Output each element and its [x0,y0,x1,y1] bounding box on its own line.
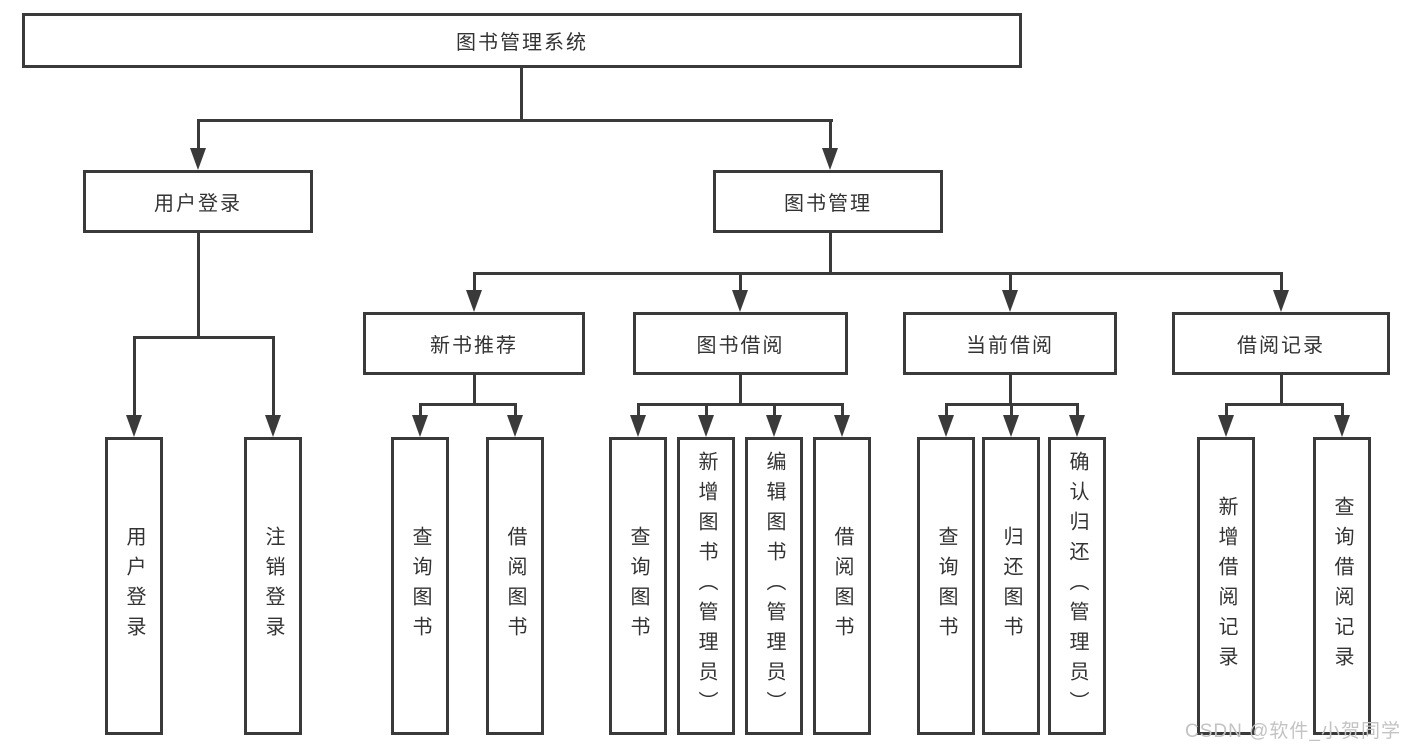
connector-line [473,375,476,406]
node-library-management-system: 图书管理系统 [22,13,1022,68]
arrow-down-icon [1218,415,1234,437]
connector-line [1009,272,1012,292]
connector-line [514,403,517,417]
node-label: 图书管理 [784,193,872,215]
arrow-down-icon [265,415,281,437]
connector-line [133,336,275,339]
connector-line [829,233,832,275]
leaf-query-books-current: 查询图书 [917,437,975,735]
connector-line [705,403,708,417]
arrow-down-icon [938,415,954,437]
leaf-return-books: 归还图书 [982,437,1040,735]
connector-line [197,119,833,122]
connector-line [520,68,523,120]
arrow-down-icon [822,148,838,170]
connector-line [419,403,422,417]
node-label: 用户登录 [154,193,242,215]
node-label: 借阅图书 [504,526,526,646]
arrow-down-icon [698,415,714,437]
arrow-down-icon [1273,290,1289,312]
arrow-down-icon [507,415,523,437]
node-book-borrowing: 图书借阅 [633,312,848,375]
connector-line [1010,403,1013,417]
connector-line [739,272,742,292]
leaf-add-books-admin: 新增图书（管理员） [677,437,735,735]
node-label: 借阅记录 [1237,335,1325,357]
arrow-down-icon [766,415,782,437]
connector-line [272,336,275,417]
node-label: 归还图书 [1000,526,1022,646]
leaf-borrow-books-borrowing: 借阅图书 [813,437,871,735]
arrow-down-icon [834,415,850,437]
arrow-down-icon [466,290,482,312]
connector-line [945,403,948,417]
connector-line [1280,375,1283,406]
connector-line [1076,403,1079,417]
node-label: 图书管理系统 [456,32,588,54]
connector-line [197,119,200,150]
leaf-query-books-recommend: 查询图书 [391,437,449,735]
connector-line [773,403,776,417]
node-label: 图书借阅 [696,335,785,357]
node-label: 当前借阅 [966,335,1054,357]
connector-line [829,119,832,150]
node-label: 查询借阅记录 [1331,496,1353,676]
connector-line [1225,403,1228,417]
leaf-add-borrow-record: 新增借阅记录 [1197,437,1255,735]
connector-line [133,336,136,417]
connector-line [473,272,1283,275]
arrow-down-icon [732,290,748,312]
connector-line [473,272,476,292]
node-book-management: 图书管理 [713,170,943,233]
arrow-down-icon [1002,290,1018,312]
node-user-login: 用户登录 [83,170,313,233]
node-label: 确认归还（管理员） [1066,451,1088,721]
node-label: 编辑图书（管理员） [763,451,785,721]
leaf-logout: 注销登录 [244,437,302,735]
arrow-down-icon [1003,415,1019,437]
leaf-borrow-books-recommend: 借阅图书 [486,437,544,735]
arrow-down-icon [1069,415,1085,437]
arrow-down-icon [630,415,646,437]
connector-line [197,233,200,339]
connector-line [1341,403,1344,417]
arrow-down-icon [126,415,142,437]
connector-line [739,375,742,406]
node-label: 新书推荐 [430,335,518,357]
node-label: 借阅图书 [831,526,853,646]
arrow-down-icon [1334,415,1350,437]
connector-line [637,403,844,406]
node-label: 查询图书 [627,526,649,646]
node-label: 用户登录 [123,526,145,646]
connector-line [637,403,640,417]
node-new-book-recommendation: 新书推荐 [363,312,585,375]
leaf-query-books-borrowing: 查询图书 [609,437,667,735]
connector-line [1280,272,1283,292]
connector-line [841,403,844,417]
connector-line [1225,403,1344,406]
node-borrowing-records: 借阅记录 [1172,312,1390,375]
connector-line [419,403,517,406]
leaf-query-borrow-record: 查询借阅记录 [1313,437,1371,735]
node-label: 查询图书 [409,526,431,646]
arrow-down-icon [190,148,206,170]
leaf-confirm-return-admin: 确认归还（管理员） [1048,437,1106,735]
leaf-edit-books-admin: 编辑图书（管理员） [745,437,803,735]
connector-line [1009,375,1012,406]
node-current-borrowing: 当前借阅 [903,312,1117,375]
node-label: 注销登录 [262,526,284,646]
node-label: 查询图书 [935,526,957,646]
arrow-down-icon [412,415,428,437]
node-label: 新增借阅记录 [1215,496,1237,676]
watermark: CSDN @软件_小贺同学 [1185,721,1401,742]
leaf-user-login: 用户登录 [105,437,163,735]
node-label: 新增图书（管理员） [695,451,717,721]
